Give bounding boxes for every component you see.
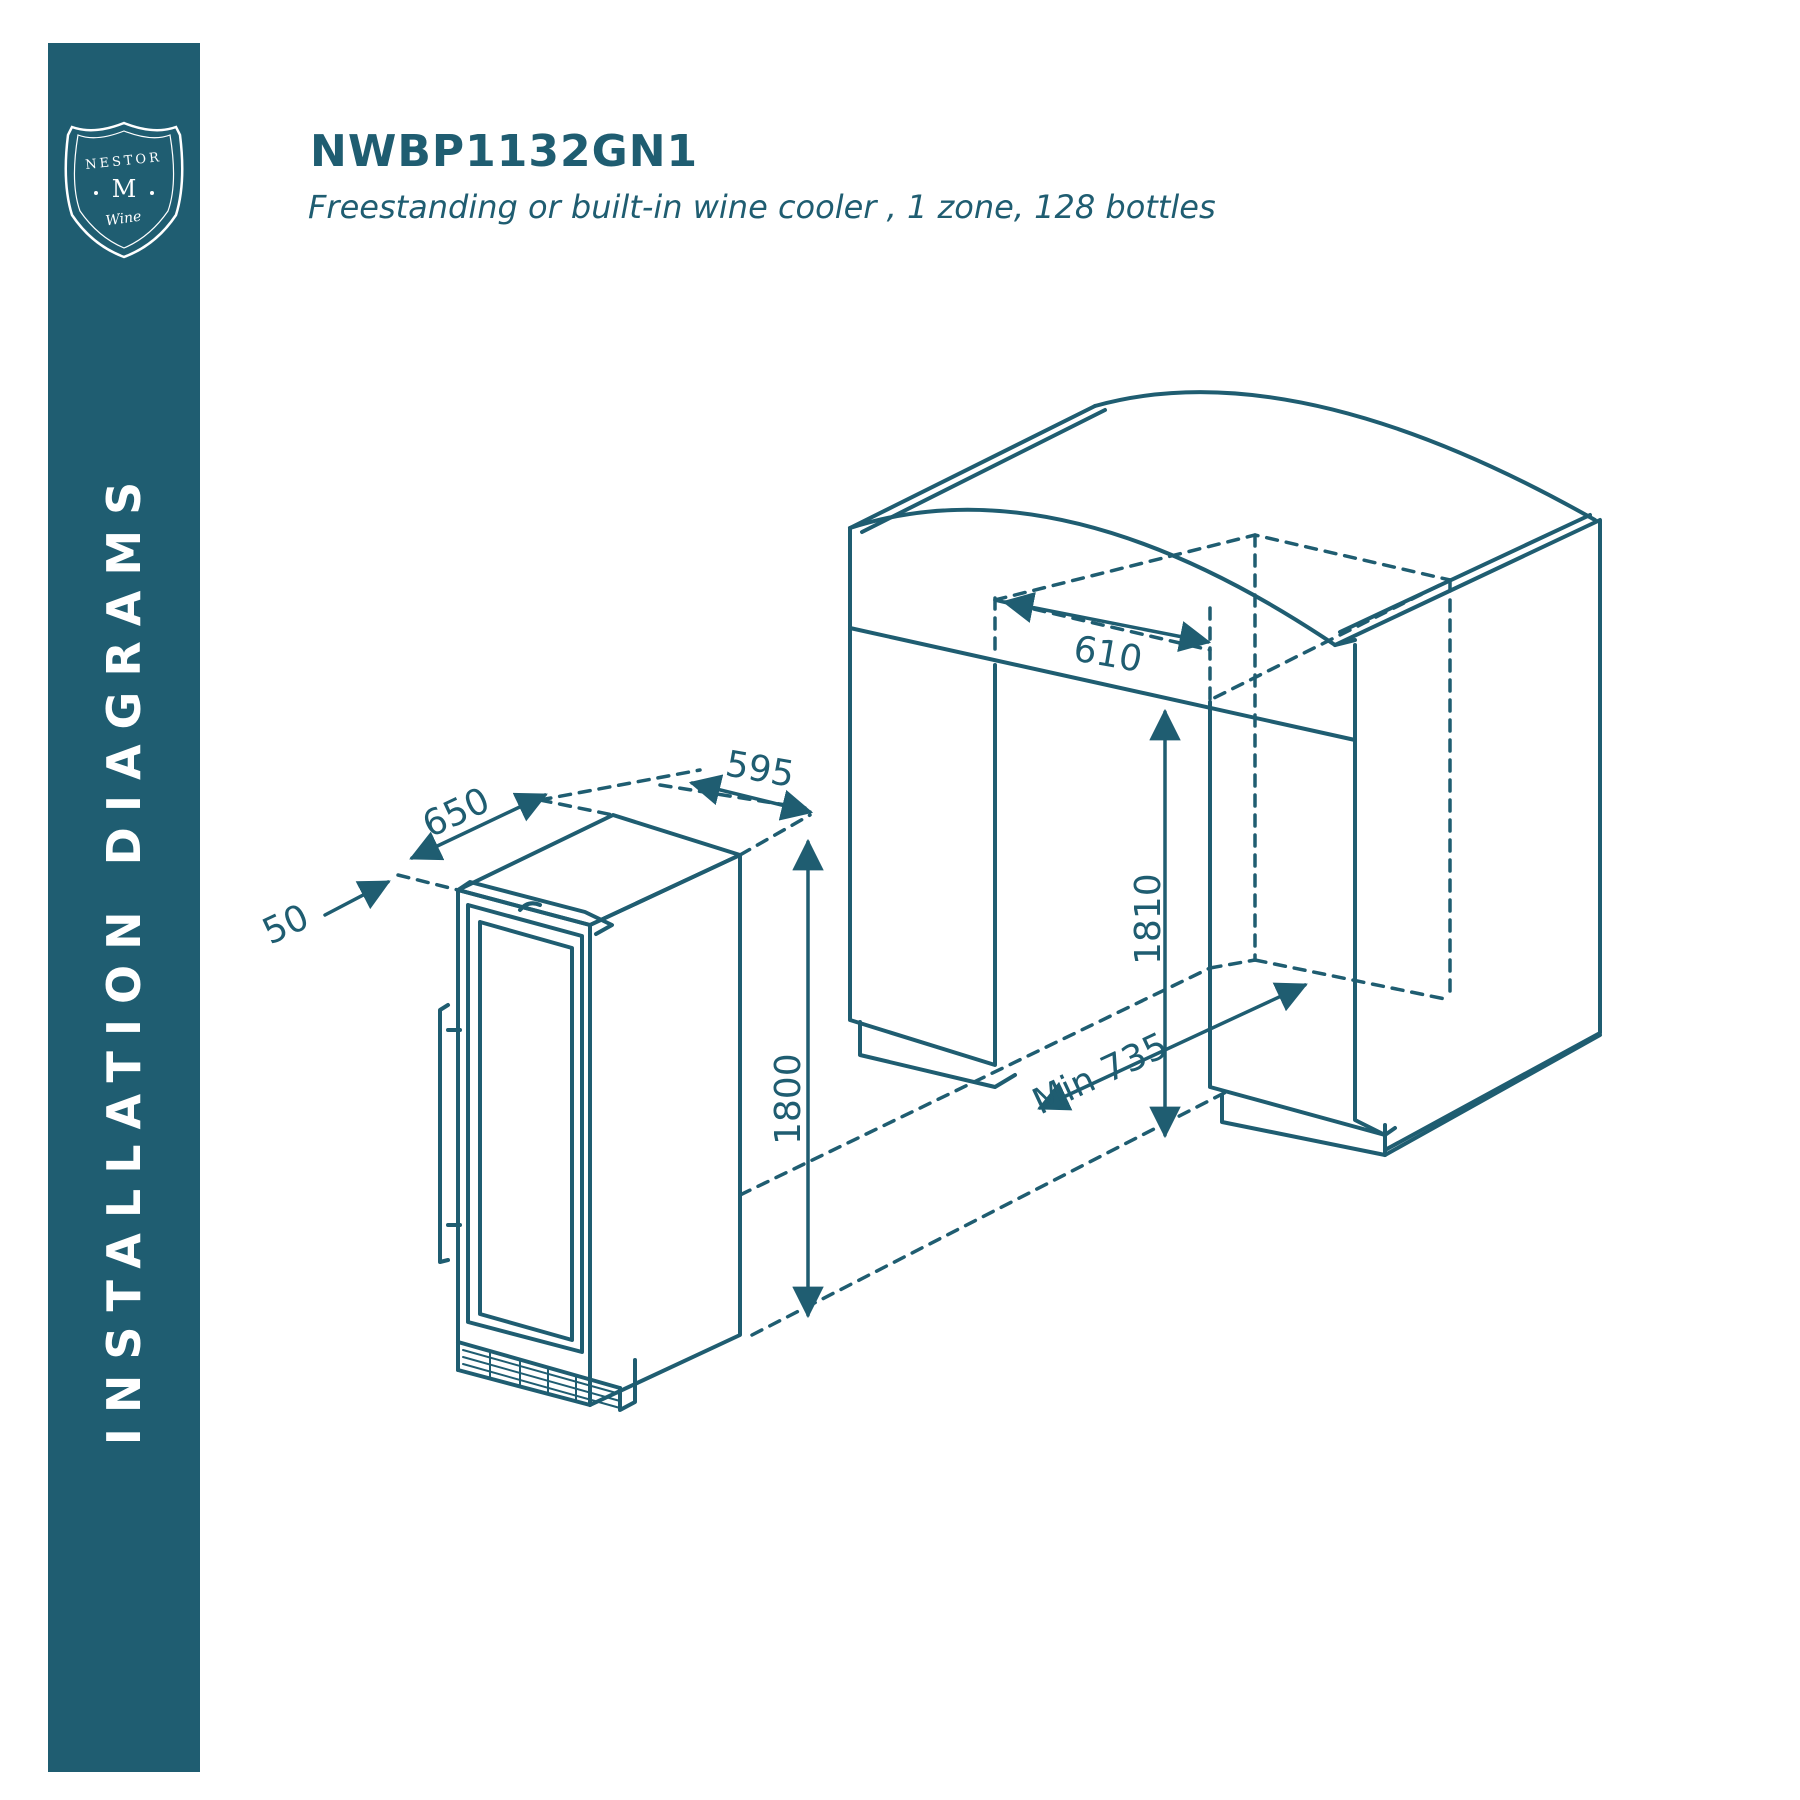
dim-appliance-height: 1800: [768, 1053, 809, 1145]
logo-monogram: M: [112, 175, 137, 203]
dim-door-clearance: 50: [256, 897, 315, 954]
model-number: NWBP1132GN1: [310, 126, 699, 177]
dim-appliance-width: 595: [722, 743, 797, 795]
sidebar: NESTOR M Wine INSTALLATION DIAGRAMS: [48, 43, 200, 1772]
dim-niche-width: 610: [1070, 628, 1145, 680]
wine-cooler-appliance: [438, 813, 742, 1412]
dim-niche-height: 1810: [1128, 873, 1169, 965]
dimension-arrows: [323, 592, 1308, 1319]
dashed-reference-lines: [396, 533, 1452, 1337]
kitchen-cabinet-niche: [848, 390, 1602, 1157]
logo-bottom-text: Wine: [105, 209, 143, 230]
product-subtitle: Freestanding or built-in wine cooler , 1…: [308, 188, 1216, 226]
nestor-wine-logo: NESTOR M Wine: [64, 121, 184, 259]
dim-niche-depth: Min 735: [1026, 1025, 1174, 1123]
